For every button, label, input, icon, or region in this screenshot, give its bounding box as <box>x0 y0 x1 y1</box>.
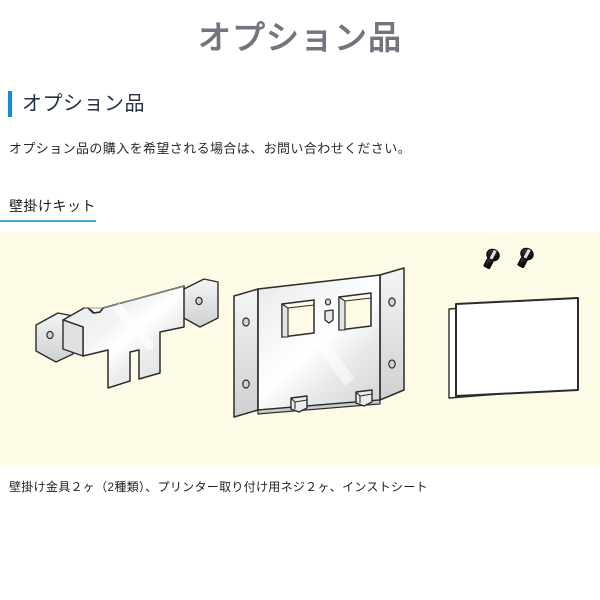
wall-mount-kit-figure <box>0 232 600 466</box>
wall-bracket-t-shape <box>35 278 219 389</box>
subsection-heading-label: 壁掛けキット <box>9 198 96 215</box>
section-accent-bar <box>8 91 12 118</box>
mounting-screw-2 <box>517 247 534 269</box>
wall-bracket-plate <box>233 267 405 418</box>
section-heading-label: オプション品 <box>22 93 145 116</box>
instruction-sheet <box>448 297 579 399</box>
mounting-screw-1 <box>483 248 500 270</box>
section-intro-text: オプション品の購入を希望される場合は、お問い合わせください。 <box>9 141 412 157</box>
page-title: オプション品 <box>198 19 402 56</box>
subsection-heading-underline <box>0 220 96 223</box>
section-heading: オプション品 <box>0 91 600 118</box>
figure-caption: 壁掛け金具２ヶ（2種類）、プリンター取り付け用ネジ２ヶ、インストシート <box>9 480 428 495</box>
wall-mount-kit-illustration <box>35 247 579 418</box>
page-content: オプション品 オプション品の購入を希望される場合は、お問い合わせください。 壁掛… <box>0 91 600 496</box>
subsection-heading: 壁掛けキット <box>0 196 96 223</box>
